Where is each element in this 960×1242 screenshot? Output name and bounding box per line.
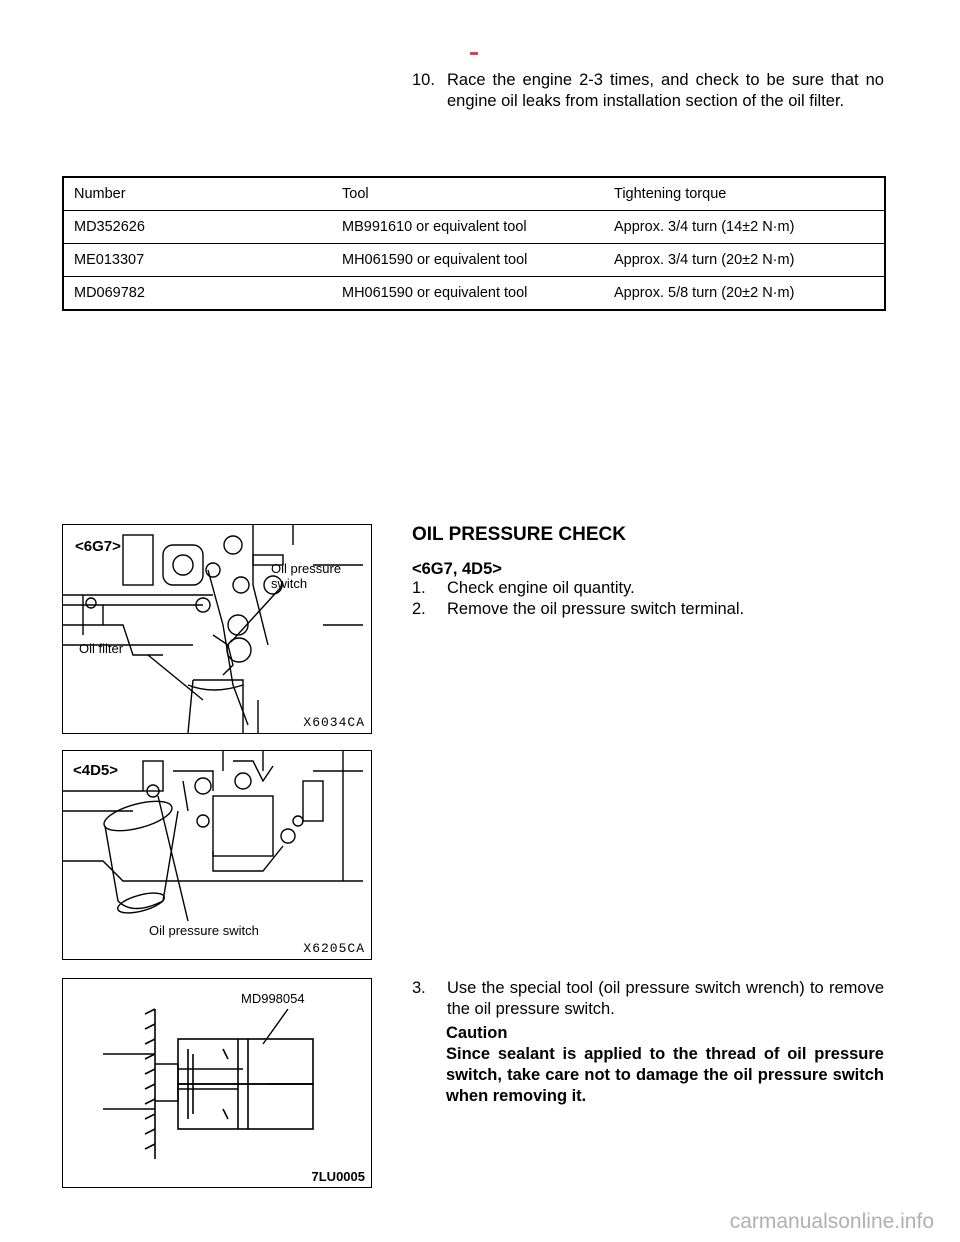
- step-number: 2.: [412, 600, 426, 618]
- engine-4d5-illustration: [63, 751, 363, 922]
- step-text: Check engine oil quantity.: [447, 579, 635, 597]
- caution-title: Caution: [446, 1024, 508, 1042]
- table-header-row: Number Tool Tightening torque: [63, 177, 885, 211]
- table-row: MD352626 MB991610 or equivalent tool App…: [63, 210, 885, 244]
- watermark: carmanualsonline.info: [729, 1210, 934, 1233]
- step-10: 10. Race the engine 2-3 times, and check…: [412, 70, 884, 112]
- engine-6g7-illustration: [63, 525, 363, 733]
- header-torque: Tightening torque: [614, 186, 727, 202]
- step-text: Use the special tool (oil pressure switc…: [447, 979, 884, 1018]
- fig1-tag: <6G7>: [75, 538, 121, 555]
- figure-wrench: MD998054 7LU0005: [62, 978, 372, 1188]
- fig3-code: 7LU0005: [311, 1169, 365, 1184]
- table-row: MD069782 MH061590 or equivalent tool App…: [63, 276, 885, 310]
- cell-tool: MB991610 or equivalent tool: [332, 210, 604, 244]
- section-heading: OIL PRESSURE CHECK: [412, 524, 626, 545]
- header-tool: Tool: [342, 186, 369, 202]
- cell-number: MD352626: [63, 210, 332, 244]
- step-number: 3.: [412, 979, 426, 997]
- header-number: Number: [74, 186, 126, 202]
- wrench-illustration: [103, 1008, 314, 1159]
- figure-4d5: <4D5> Oil pressure switch X6205CA: [62, 750, 372, 960]
- step-number: 1.: [412, 579, 426, 597]
- fig1-code: X6034CA: [303, 715, 365, 730]
- fig2-tag: <4D5>: [73, 762, 119, 779]
- tools-table: Number Tool Tightening torque MD352626 M…: [62, 176, 886, 311]
- cell-torque: Approx. 3/4 turn (14±2 N·m): [604, 210, 885, 244]
- fig2-switch-label: Oil pressure switch: [149, 923, 259, 938]
- fig1-switch-label: Oil pressure switch: [271, 561, 342, 591]
- caution-text: Since sealant is applied to the thread o…: [446, 1045, 884, 1105]
- step-2: 2. Remove the oil pressure switch termin…: [412, 599, 884, 620]
- cell-tool: MH061590 or equivalent tool: [332, 276, 604, 310]
- step-text: Race the engine 2-3 times, and check to …: [447, 71, 884, 110]
- step-text: Remove the oil pressure switch terminal.: [447, 600, 745, 618]
- step-number: 10.: [412, 71, 435, 89]
- figure-6g7: <6G7> Oil pressure switch Oil filter X60…: [62, 524, 372, 734]
- step-1: 1. Check engine oil quantity.: [412, 578, 884, 599]
- cell-torque: Approx. 5/8 turn (20±2 N·m): [604, 276, 885, 310]
- cell-torque: Approx. 3/4 turn (20±2 N·m): [604, 243, 885, 277]
- fig1-filter-label: Oil filter: [79, 641, 124, 656]
- cell-number: MD069782: [63, 276, 332, 310]
- step-3: 3. Use the special tool (oil pressure sw…: [412, 978, 884, 1020]
- caution-block: Caution Since sealant is applied to the …: [446, 1023, 884, 1107]
- cell-tool: MH061590 or equivalent tool: [332, 243, 604, 277]
- header-mark: [470, 52, 478, 55]
- cell-number: ME013307: [63, 243, 332, 277]
- fig3-tool-label: MD998054: [241, 991, 305, 1006]
- fig2-code: X6205CA: [303, 941, 365, 956]
- section-subheading: <6G7, 4D5>: [412, 560, 502, 578]
- table-row: ME013307 MH061590 or equivalent tool App…: [63, 243, 885, 277]
